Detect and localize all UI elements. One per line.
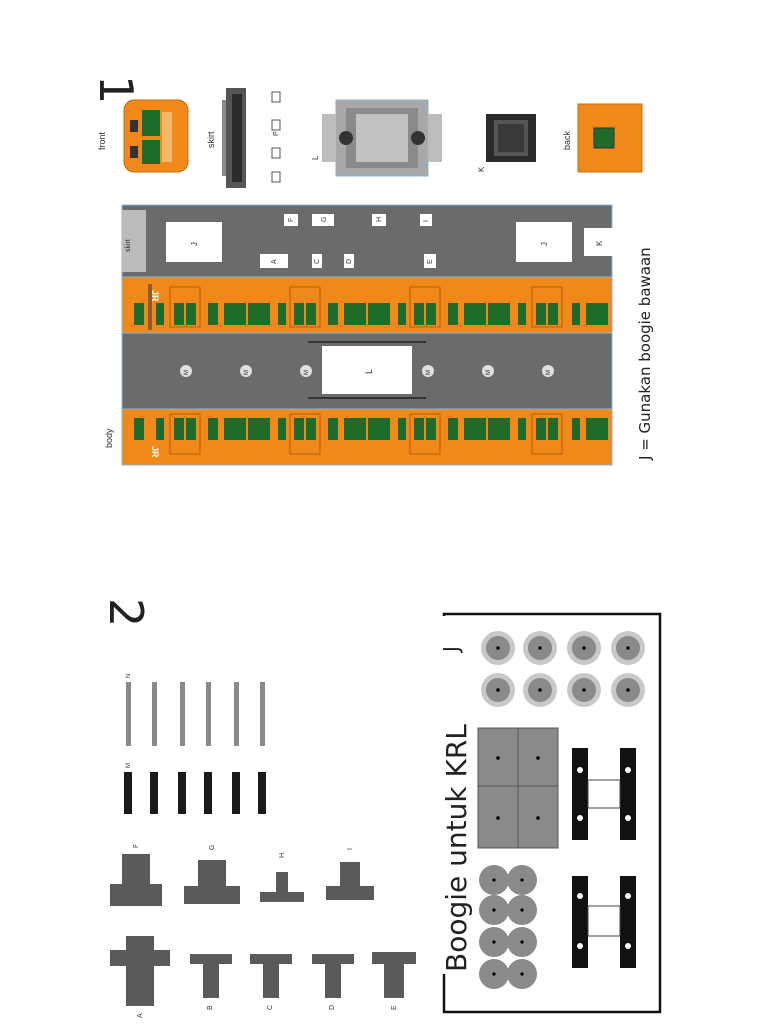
p-label: P	[273, 131, 280, 136]
n-strips	[126, 682, 265, 746]
tab-label-g: G	[209, 845, 216, 850]
body-side-upper: JR	[121, 276, 613, 334]
tab-a	[110, 936, 170, 1006]
bogie-box: Boogie untuk KRL J	[436, 612, 662, 1014]
roof-marker-d: D	[346, 259, 353, 264]
n-strip-label: N	[126, 674, 132, 678]
roof-marker-j1: J	[190, 242, 199, 246]
floor-marker-m1: M	[184, 370, 190, 375]
upper-jr-logo: JR	[150, 290, 160, 302]
sheet-1-number: 1	[89, 75, 143, 104]
p-tabs: P	[271, 91, 281, 183]
floor-marker-m2: M	[244, 370, 250, 375]
floor-center-label: L	[364, 369, 374, 374]
tab-d	[312, 954, 354, 998]
body-label: body	[104, 428, 114, 448]
m-strips	[124, 772, 266, 814]
tab-parts	[110, 854, 416, 1006]
front-part: front	[97, 99, 189, 173]
floor-marker-m5: M	[486, 370, 492, 375]
floor-marker-m3: M	[304, 370, 310, 375]
tab-e	[372, 952, 416, 998]
k-part: K	[477, 114, 536, 172]
back-label: back	[562, 130, 572, 150]
roof-strip: skirt F G H I A C D E J J K	[121, 204, 614, 278]
tab-label-i: I	[347, 848, 354, 850]
roof-marker-k: K	[595, 240, 604, 246]
roof-skirt-label: skirt	[125, 239, 132, 252]
m-strip-label: M	[126, 763, 132, 768]
l-floor-part: L	[311, 99, 442, 177]
sheet-2-number: 2	[99, 598, 153, 627]
roof-marker-j2: J	[540, 242, 549, 246]
tab-label-b: B	[207, 1005, 214, 1010]
roof-marker-f: F	[288, 218, 295, 222]
bogie-frames	[572, 748, 636, 968]
bogie-title: Boogie untuk KRL	[440, 724, 473, 972]
tab-label-d: D	[329, 1005, 336, 1010]
body-side-lower: JR body	[104, 408, 613, 466]
floor-marker-m4: M	[426, 370, 432, 375]
tab-f	[110, 854, 162, 906]
roof-marker-e: E	[427, 259, 434, 264]
floor-marker-m6: M	[546, 370, 552, 375]
skirt-part: skirt	[206, 88, 246, 188]
bogie-note: J = Gunakan boogie bawaan	[636, 247, 654, 461]
tab-label-f: F	[133, 844, 140, 848]
roof-marker-i: I	[423, 220, 430, 222]
tab-label-a: A	[137, 1013, 144, 1018]
back-part: back	[562, 103, 643, 173]
roof-marker-h: H	[376, 217, 383, 222]
tab-g	[184, 860, 240, 904]
tab-b	[190, 954, 232, 998]
tab-label-e: E	[391, 1005, 398, 1010]
l-label: L	[311, 155, 320, 160]
roof-marker-a: A	[271, 259, 278, 264]
skirt-label: skirt	[206, 131, 216, 148]
bogie-panels	[477, 727, 559, 849]
plain-wheels	[479, 865, 537, 989]
ringed-wheels	[481, 631, 645, 707]
tab-i	[326, 862, 374, 900]
lower-jr-logo: JR	[150, 446, 160, 458]
roof-marker-c: C	[314, 259, 321, 264]
front-label: front	[97, 131, 107, 150]
roof-marker-g: G	[321, 217, 328, 222]
tab-h	[260, 872, 304, 902]
floor-strip: L M M M M M M	[121, 332, 613, 410]
bogie-j-label: J	[439, 646, 463, 654]
k-label: K	[477, 166, 486, 172]
tab-c	[250, 954, 292, 998]
tab-label-h: H	[279, 853, 286, 858]
tab-label-c: C	[267, 1005, 274, 1010]
